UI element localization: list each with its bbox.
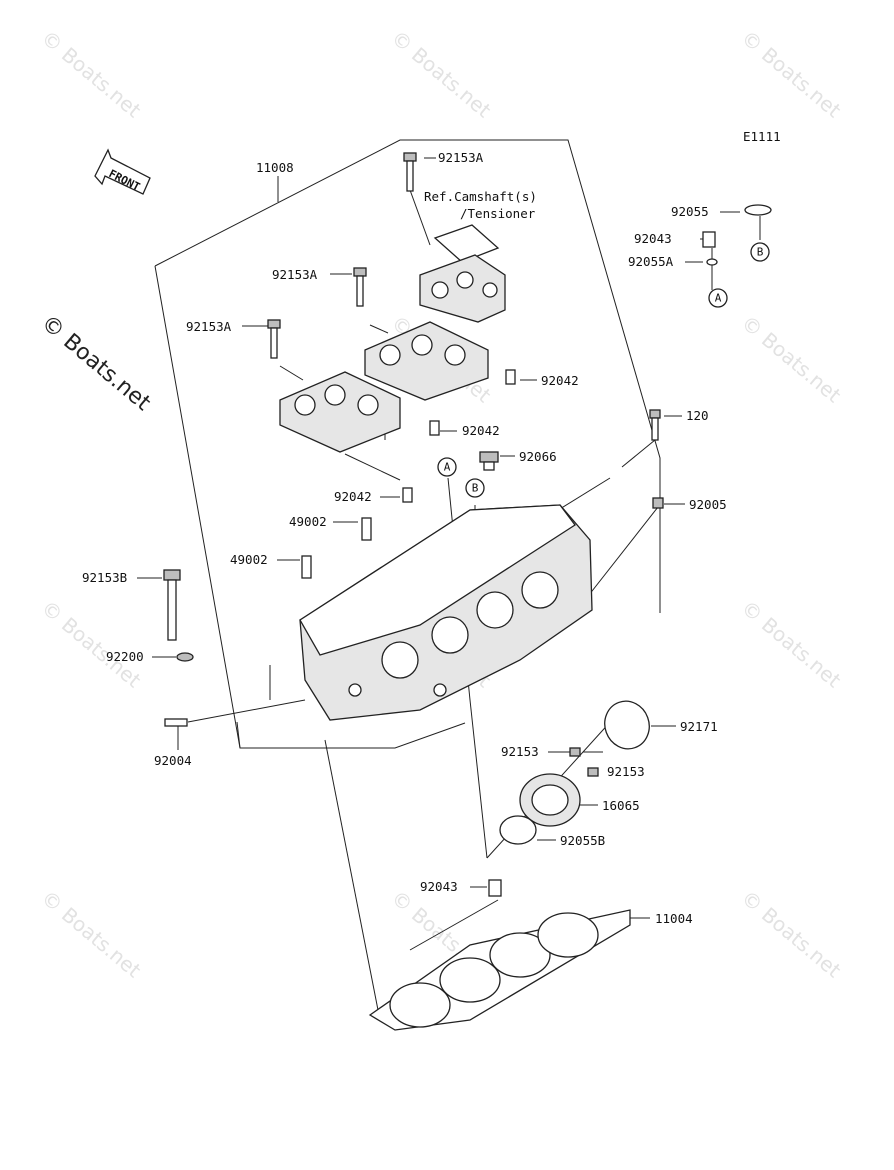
circle-ref-text: A xyxy=(444,461,451,474)
dowel-92043-bottom xyxy=(488,879,502,897)
callout-92055B: 92055B xyxy=(560,833,605,848)
callout-92153B: 92153B xyxy=(82,570,127,585)
circle-ref-A-head: A xyxy=(437,457,457,477)
watermark: © Boats.net xyxy=(37,595,146,692)
circle-ref-A-legend: A xyxy=(708,288,728,308)
callout-92042-c: 92042 xyxy=(334,489,372,504)
circle-ref-B-legend: B xyxy=(750,242,770,262)
screw-92153-a xyxy=(569,747,581,757)
head-gasket xyxy=(368,909,631,1031)
callout-92005: 92005 xyxy=(689,497,727,512)
callout-92200: 92200 xyxy=(106,649,144,664)
cylinder-head-assembly-bracket xyxy=(154,139,661,749)
watermark: © Boats.net xyxy=(37,885,146,982)
reference-note-line-1: Ref.Camshaft(s) xyxy=(424,189,537,204)
watermark: © Boats.net xyxy=(387,25,496,122)
watermark: © Boats.net xyxy=(37,25,146,122)
callout-92055: 92055 xyxy=(671,204,709,219)
camshaft-cap-upper xyxy=(419,224,516,385)
circle-ref-text: B xyxy=(757,246,764,259)
o-ring-92055B xyxy=(499,815,537,845)
callout-92153-b: 92153 xyxy=(607,764,645,779)
diagram-code: E1111 xyxy=(743,129,781,144)
camshaft-cap-lower xyxy=(279,371,413,503)
callout-92043-top: 92043 xyxy=(634,231,672,246)
callout-49002-a: 49002 xyxy=(289,514,327,529)
o-ring-92055A xyxy=(706,258,718,266)
callout-92055A: 92055A xyxy=(628,254,674,269)
bolt-92153A-mid xyxy=(353,267,367,307)
callout-11004: 11004 xyxy=(655,911,693,926)
callout-16065: 16065 xyxy=(602,798,640,813)
clamp-92171 xyxy=(604,700,650,750)
callout-92153A-left: 92153A xyxy=(186,319,232,334)
front-arrow-icon: FRONT xyxy=(94,148,151,195)
watermark: © Boats.net xyxy=(737,885,846,982)
plug-92066 xyxy=(479,451,499,471)
stud-92004 xyxy=(164,718,188,727)
callout-120: 120 xyxy=(686,408,709,423)
o-ring-92055 xyxy=(744,204,772,216)
fitting-92005 xyxy=(652,497,664,509)
watermark: © Boats.net xyxy=(737,310,846,407)
circle-ref-B-head: B xyxy=(465,478,485,498)
callout-92043-bottom: 92043 xyxy=(420,879,458,894)
reference-note-line-2: /Tensioner xyxy=(460,206,536,221)
callout-92153-a: 92153 xyxy=(501,744,539,759)
dowel-92043-top xyxy=(702,231,716,248)
circle-ref-text: A xyxy=(715,292,722,305)
callout-92171: 92171 xyxy=(680,719,718,734)
callout-92004: 92004 xyxy=(154,753,192,768)
callout-92042-b: 92042 xyxy=(462,423,500,438)
callouts: 11008 92153A 92153A 92153A 92042 92042 9… xyxy=(82,150,727,926)
bolt-120 xyxy=(649,409,661,441)
callout-11008: 11008 xyxy=(256,160,294,175)
valve-guide-49002-a xyxy=(361,517,372,541)
watermark-prominent: © Boats.net xyxy=(36,310,155,416)
valve-guide-49002-b xyxy=(301,555,312,579)
callout-92153A-top: 92153A xyxy=(438,150,484,165)
washer-92200 xyxy=(176,652,194,662)
callout-92066: 92066 xyxy=(519,449,557,464)
bolt-92153B xyxy=(163,569,181,641)
camshaft-cap-middle xyxy=(364,321,489,436)
holder-16065 xyxy=(519,773,581,827)
bolt-92153A-left xyxy=(267,319,281,359)
screw-92153-b xyxy=(587,767,599,777)
bolt-92153A-top xyxy=(403,152,417,192)
cylinder-head xyxy=(299,504,593,721)
callout-92042-a: 92042 xyxy=(541,373,579,388)
callout-92153A-mid: 92153A xyxy=(272,267,318,282)
watermark: © Boats.net xyxy=(737,25,846,122)
watermark: © Boats.net xyxy=(737,595,846,692)
callout-49002-b: 49002 xyxy=(230,552,268,567)
circle-ref-text: B xyxy=(472,482,479,495)
